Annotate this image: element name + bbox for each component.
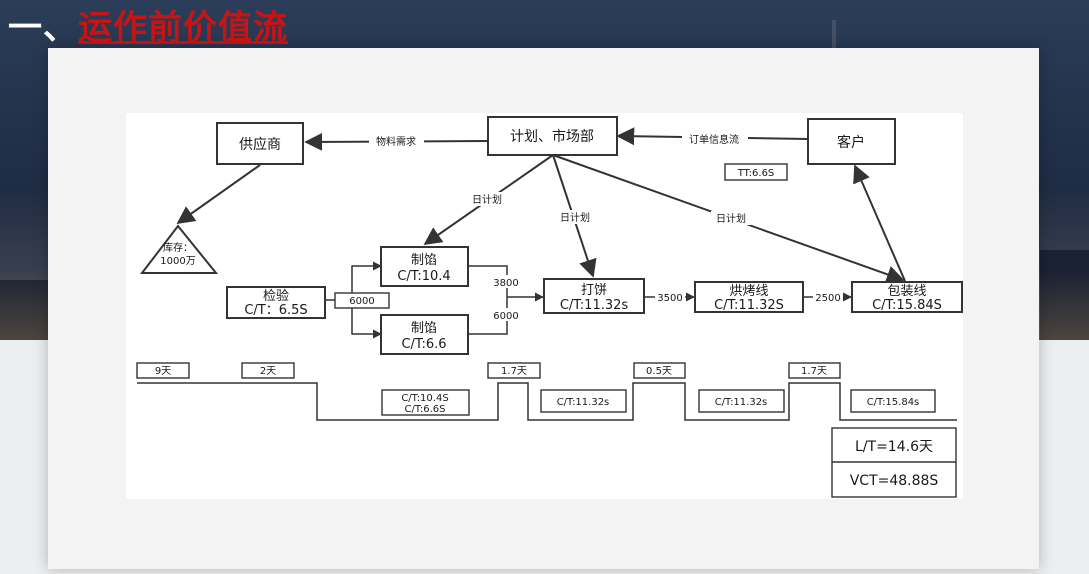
inspection-name: 检验	[263, 288, 289, 304]
wait-label-2: 2天	[260, 366, 276, 377]
wait-label-4: 0.5天	[646, 366, 672, 377]
heading-number: 一、	[8, 7, 78, 48]
order-info-label: 订单信息流	[689, 133, 739, 146]
label-bg	[467, 192, 507, 206]
inventory-triangle	[139, 224, 219, 274]
ct-box-2	[540, 389, 627, 413]
oven-box	[694, 281, 804, 313]
packing-name: 包装线	[887, 284, 926, 299]
material-demand-label: 物料需求	[376, 135, 416, 148]
label-bg	[555, 210, 595, 224]
inspection-box	[226, 286, 326, 319]
ct-label-2: C/T:11.32s	[557, 397, 610, 408]
building-silhouette	[1040, 250, 1089, 340]
filling1-box	[380, 246, 469, 287]
wait-label-3: 1.7天	[501, 366, 527, 377]
takt-time-label: TT:6.6S	[737, 168, 775, 179]
packing-box	[851, 281, 963, 313]
qty-label-6000b: 6000	[493, 311, 518, 322]
takt-time-box	[724, 163, 788, 181]
wait-box-5	[788, 362, 841, 379]
daily-plan-label-2: 日计划	[560, 211, 590, 224]
pancake-box	[543, 278, 645, 314]
filling2-name: 制馅	[411, 321, 437, 336]
ct-box-1	[381, 389, 470, 416]
label-bg	[682, 131, 748, 146]
label-bg	[655, 290, 685, 303]
qty-label-3500: 3500	[657, 293, 682, 304]
qty-box-6000	[334, 292, 390, 309]
ct-label-3: C/T:11.32s	[715, 397, 768, 408]
label-bg	[711, 211, 751, 225]
ct-label-1a: C/T:10.4S	[401, 393, 448, 404]
flow-to-filling2	[351, 300, 382, 339]
value-stream-map: 物料需求 订单信息流 日计划 日计划 日计划 供应商 计划、市场部 客户 TT:…	[126, 113, 963, 499]
oven-name: 烘烤线	[729, 284, 768, 299]
wait-box-3	[487, 362, 541, 379]
planning-label: 计划、市场部	[510, 128, 594, 145]
filling1-ct: C/T:10.4	[397, 269, 450, 284]
wait-box-1	[136, 362, 190, 379]
daily-plan-label-3: 日计划	[716, 212, 746, 225]
pancake-name: 打饼	[581, 283, 607, 298]
flow-to-filling1	[351, 261, 382, 300]
wait-label-1: 9天	[155, 366, 171, 377]
pancake-ct: C/T:11.32s	[560, 298, 629, 313]
ct-label-1b: C/T:6.6S	[405, 404, 446, 415]
inspection-ct: C/T：6.5S	[244, 303, 307, 318]
wait-label-5: 1.7天	[801, 366, 827, 377]
vct-label: VCT=48.88S	[850, 473, 939, 489]
filling2-ct: C/T:6.6	[401, 337, 446, 352]
filling1-name: 制馅	[411, 253, 437, 268]
ct-label-4: C/T:15.84s	[867, 397, 920, 408]
label-bg	[813, 290, 843, 303]
qty-label-3800: 3800	[493, 278, 518, 289]
heading-text: 运作前价值流	[78, 7, 288, 48]
label-bg	[489, 308, 523, 321]
filling2-box	[380, 314, 469, 355]
inventory-label-1: 库存：	[163, 241, 193, 254]
ct-box-4	[850, 389, 936, 413]
packing-ct: C/T:15.84S	[872, 298, 942, 313]
supplier-box	[216, 122, 304, 165]
planning-box	[487, 116, 618, 156]
qty-label-6000a: 6000	[349, 296, 374, 307]
lead-time-label: L/T=14.6天	[855, 439, 933, 455]
supplier-to-inventory-arrow	[176, 164, 261, 225]
filling-merge-line	[468, 265, 508, 335]
packing-to-customer-arrow	[853, 164, 906, 282]
qty-label-2500: 2500	[815, 293, 840, 304]
customer-label: 客户	[837, 134, 865, 151]
oven-ct: C/T:11.32S	[714, 298, 784, 313]
daily-plan-label-1: 日计划	[472, 193, 502, 206]
inventory-label-2: 1000万	[160, 256, 195, 267]
supplier-label: 供应商	[239, 136, 281, 153]
wait-box-4	[633, 362, 686, 379]
ct-box-3	[698, 389, 785, 413]
label-bg	[489, 275, 523, 288]
customer-box	[807, 118, 896, 165]
label-bg	[369, 133, 424, 148]
slide-heading: 一、 运作前价值流	[8, 2, 288, 48]
wait-box-2	[241, 362, 295, 379]
timeline-line	[137, 382, 957, 421]
